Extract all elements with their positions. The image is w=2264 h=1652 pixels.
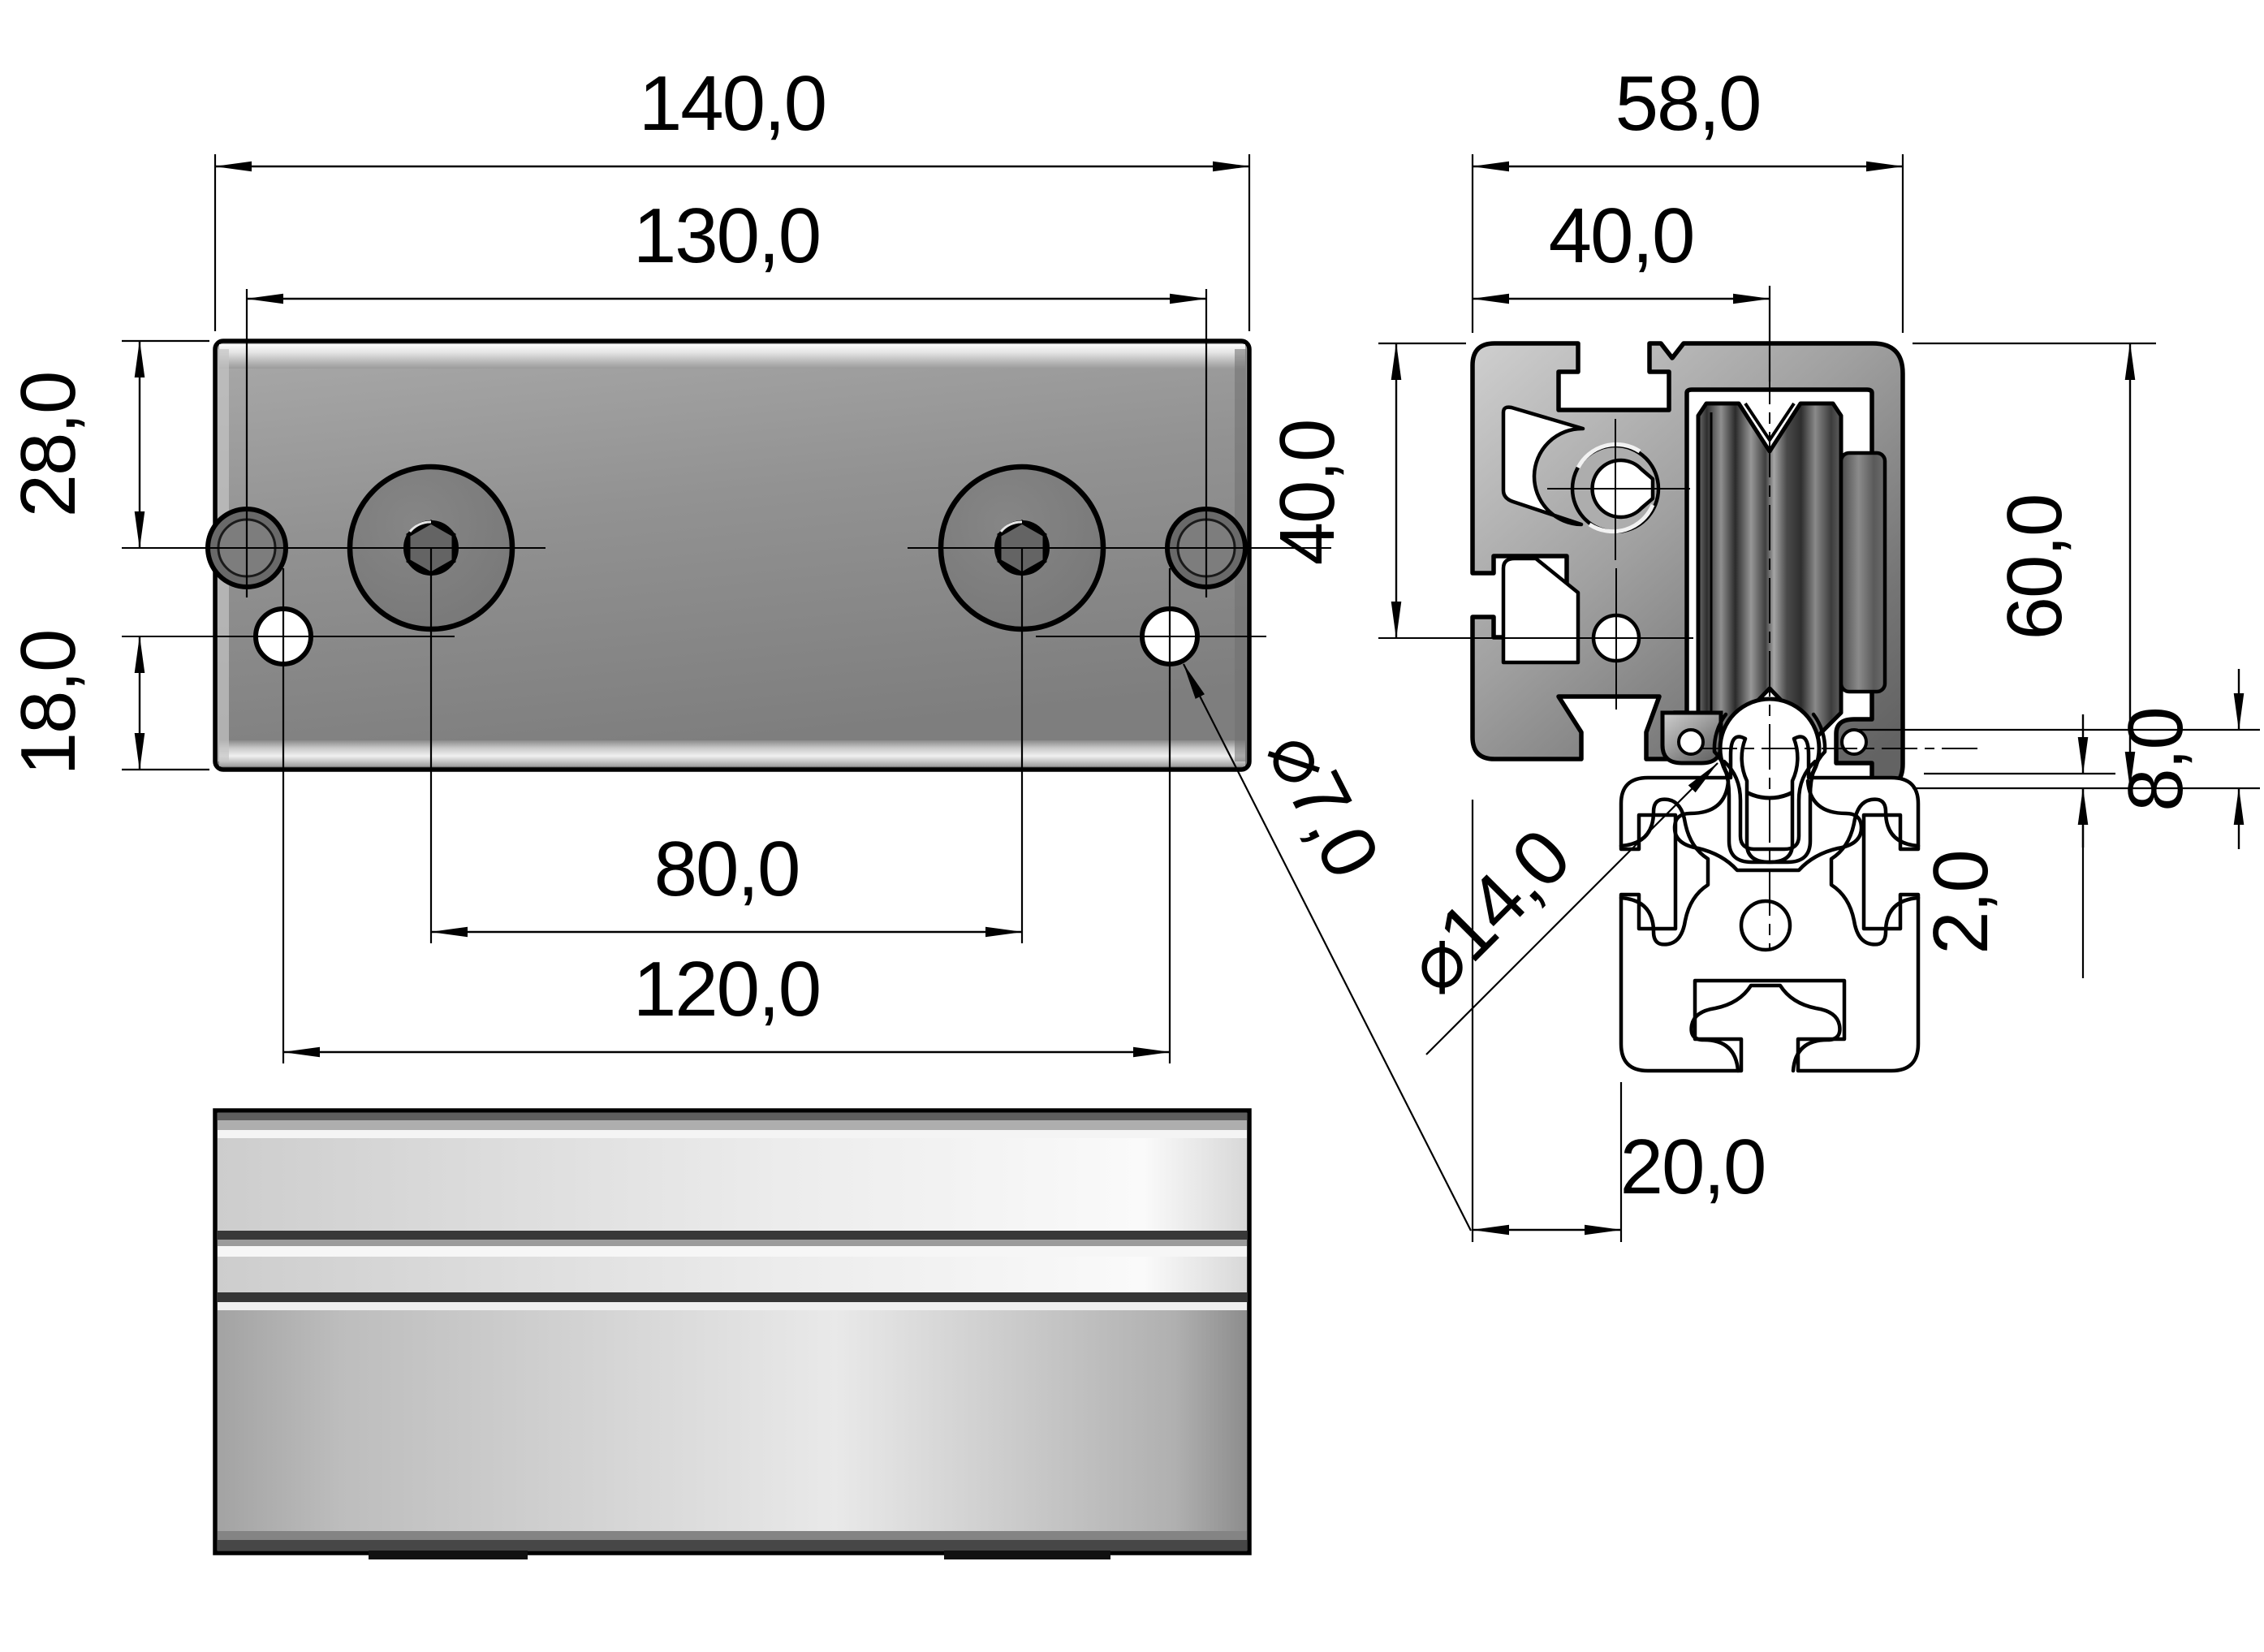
clamp-insert-inner — [1722, 759, 1818, 852]
plate-top-bevel — [219, 344, 1245, 369]
side-band — [218, 1113, 1247, 1120]
rail-right-slot — [1829, 797, 1921, 947]
lip-curl — [1677, 728, 1705, 756]
side-band — [218, 1130, 1247, 1138]
side-band — [218, 1310, 1247, 1531]
dim-20-label: 20,0 — [1620, 1124, 1766, 1210]
callout-dia14-label: ⌀14,0 — [1390, 813, 1586, 1010]
side-band — [218, 1257, 1247, 1292]
rail-left-slot — [1619, 797, 1710, 947]
dim-28-label: 28,0 — [5, 373, 92, 518]
rail-core-bore — [1739, 899, 1792, 952]
side-band — [218, 1120, 1247, 1130]
side-band — [218, 1138, 1247, 1231]
cross-section — [1470, 341, 1921, 1073]
top-view-plate — [122, 339, 1331, 772]
dim-60-label: 60,0 — [1991, 495, 2078, 641]
profile-body — [1470, 341, 1905, 791]
dim-80-label: 80,0 — [654, 826, 800, 912]
boss-highlight — [1588, 503, 1655, 534]
side-groove — [218, 1231, 1247, 1240]
side-band — [218, 1246, 1247, 1257]
dimensions-top-view: 140,0 130,0 28,0 18,0 80,0 120,0 ⌀7,0 — [5, 60, 1472, 1231]
dim-2-label: 2,0 — [1917, 851, 2004, 954]
side-band — [218, 1240, 1247, 1246]
side-band — [218, 1531, 1247, 1540]
dim-58-label: 58,0 — [1615, 60, 1761, 147]
boss-highlight — [1576, 442, 1641, 469]
plate-bottom-bevel — [219, 740, 1245, 766]
wheel-hub — [1839, 451, 1887, 694]
upper-diagonal-pocket — [1501, 405, 1585, 527]
lower-pocket — [1501, 556, 1580, 665]
leader-dia7 — [1183, 663, 1472, 1231]
side-foot-pad — [944, 1551, 1110, 1559]
dim-120-label: 120,0 — [633, 946, 820, 1033]
side-band — [218, 1540, 1247, 1551]
side-band — [218, 1302, 1247, 1310]
rail-bottom-slot — [1689, 983, 1842, 1073]
side-foot-pad — [369, 1551, 528, 1559]
dim-40h-label: 40,0 — [1549, 192, 1694, 279]
side-groove — [218, 1292, 1247, 1302]
callout-dia7-label: ⌀7,0 — [1251, 718, 1396, 890]
dim-140-label: 140,0 — [639, 60, 826, 147]
dim-130-label: 130,0 — [633, 192, 820, 279]
side-view-plate — [213, 1108, 1252, 1559]
dim-40v-label: 40,0 — [1264, 421, 1351, 566]
lip-curl — [1840, 728, 1868, 756]
dim-18-label: 18,0 — [5, 631, 92, 776]
dim-8-label: 8,0 — [2112, 708, 2199, 811]
leader-dia14 — [1425, 762, 1718, 1055]
